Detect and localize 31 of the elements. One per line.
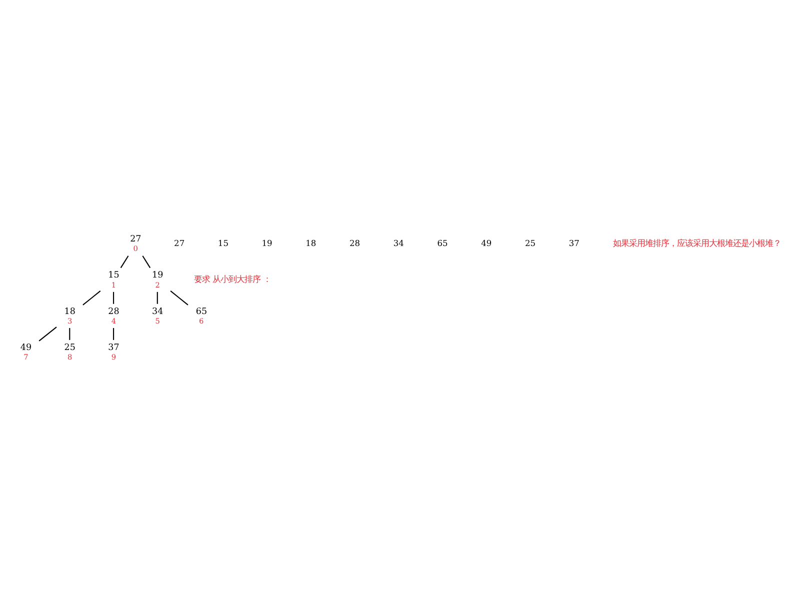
connector: [120, 256, 129, 268]
label: 要求 从小到大排序 ：: [194, 274, 272, 284]
connector: [156, 292, 158, 304]
connector: [142, 256, 151, 268]
connector: [113, 328, 114, 340]
node-text: 37: [108, 342, 120, 353]
label: 27: [174, 238, 185, 248]
node-text: 34: [152, 306, 164, 317]
label: 25: [525, 238, 536, 248]
label: 18: [306, 238, 316, 248]
node-text: 15: [108, 270, 120, 281]
label: 65: [437, 238, 448, 248]
connector: [38, 326, 57, 342]
connector: [82, 290, 101, 306]
node-text: 18: [64, 306, 76, 317]
node-text: 49: [20, 342, 32, 353]
node-text: 65: [196, 306, 208, 317]
node-text: 19: [152, 270, 164, 281]
label: 19: [262, 238, 272, 248]
label: 如果采用堆排序，应该采用大根堆还是小根堆？: [613, 238, 782, 248]
node-text: 25: [64, 342, 76, 353]
label: 49: [481, 238, 492, 248]
label: 34: [393, 238, 404, 248]
label: 37: [568, 238, 580, 248]
label: 28: [350, 238, 360, 248]
label: 15: [218, 238, 228, 248]
connector: [113, 292, 114, 304]
connector: [170, 290, 188, 306]
node-text: 28: [108, 306, 120, 317]
connector: [69, 328, 70, 340]
node-text: 27: [130, 234, 142, 245]
